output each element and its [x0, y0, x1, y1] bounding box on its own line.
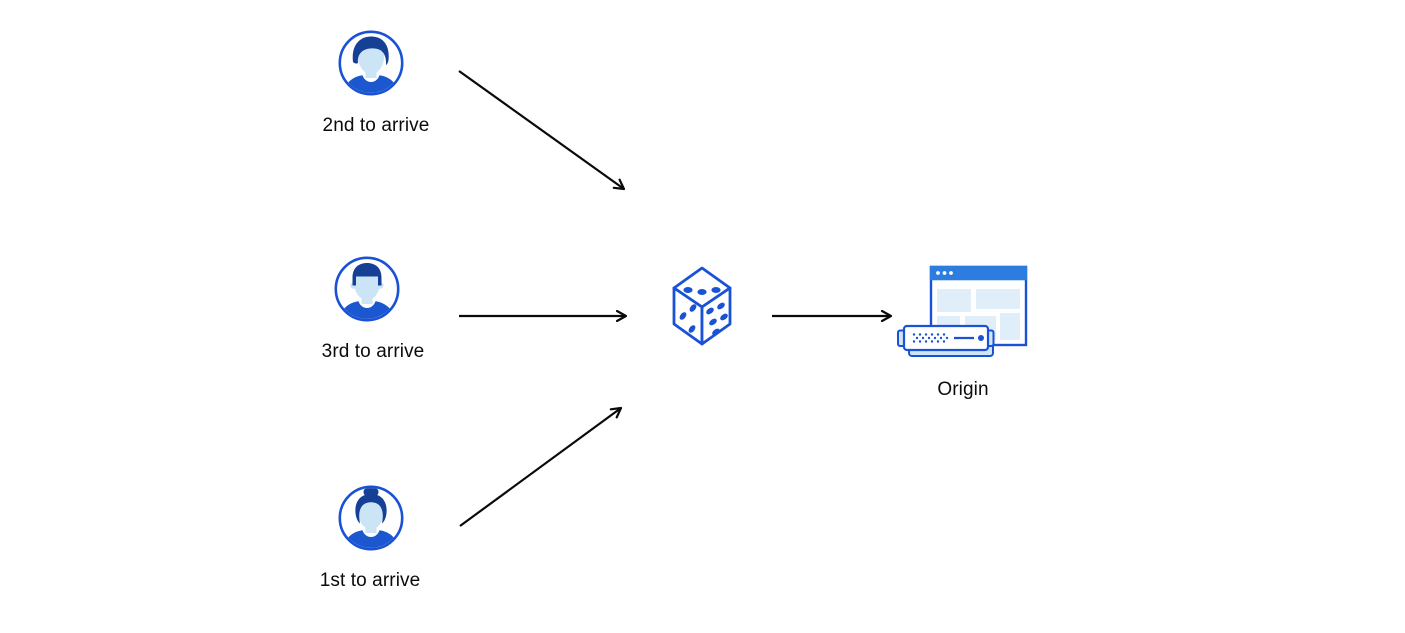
- avatar-hair: [355, 494, 387, 524]
- origin-label: Origin: [937, 379, 989, 400]
- server-led: [978, 335, 984, 341]
- window-dot: [936, 271, 940, 275]
- server-icon: [897, 324, 995, 357]
- user-female-avatar-icon: [338, 485, 404, 551]
- arrow-client-bottom-to-dice: [459, 406, 623, 527]
- client-top-label: 2nd to arrive: [322, 115, 430, 136]
- avatar-hair: [352, 263, 382, 286]
- server-vent-dots: [912, 333, 949, 343]
- dice-pips: [679, 287, 728, 336]
- dice-icon: [672, 266, 732, 346]
- client-bottom-label: 1st to arrive: [319, 570, 421, 591]
- client-middle-label: 3rd to arrive: [321, 341, 425, 362]
- avatar-hair: [352, 36, 389, 65]
- dice-right-face: [700, 286, 732, 346]
- user-male-avatar-icon: [338, 30, 404, 96]
- window-dot: [942, 271, 947, 275]
- user-male-avatar-icon: [334, 256, 400, 322]
- arrow-client-top-to-dice: [458, 70, 626, 191]
- window-dot: [949, 271, 953, 275]
- avatar-face: [357, 496, 385, 530]
- origin-server-browser-icon: [897, 265, 1028, 357]
